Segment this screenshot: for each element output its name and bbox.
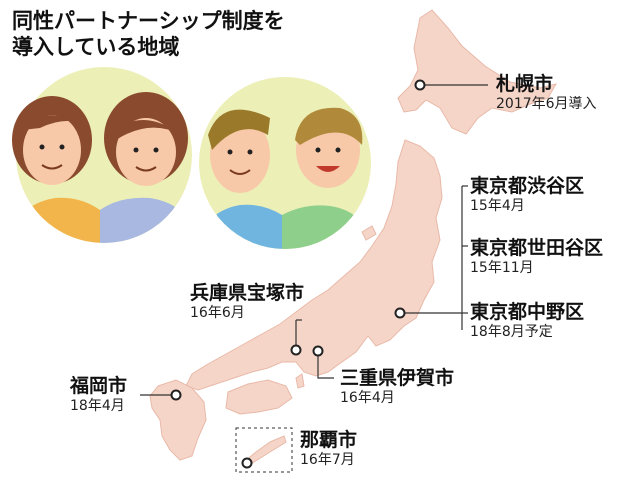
place-name: 三重県伊賀市 [340,367,455,389]
leader-lines [140,84,488,396]
title-line-1: 同性パートナーシップ制度を [12,9,285,33]
place-name: 福岡市 [70,375,128,397]
kyushu [149,379,207,461]
okinawa-inset-box [235,427,293,473]
label-nakano: 東京都中野区 18年8月予定 [470,301,585,340]
label-iga: 三重県伊賀市 16年4月 [340,367,455,406]
couple-men-icon [199,77,371,249]
marker-naha [241,457,253,469]
place-name: 札幌市 [496,73,554,95]
place-date: 18年4月 [70,397,125,414]
couple-women-icon [12,67,192,243]
place-name: 那覇市 [300,429,358,451]
place-date: 2017年6月導入 [496,95,597,112]
land [149,9,558,469]
sado-island [361,225,377,241]
place-date: 16年4月 [340,389,395,406]
hokkaido [397,9,558,135]
place-date: 15年4月 [470,197,525,214]
awaji-island [295,373,305,389]
place-date: 16年7月 [300,451,355,468]
label-fukuoka: 福岡市 18年4月 [70,375,128,414]
place-name: 東京都渋谷区 [470,175,585,197]
shikoku [225,379,293,415]
marker-takarazuka [290,344,302,356]
label-sapporo: 札幌市 2017年6月導入 [496,73,597,112]
place-date: 18年8月予定 [470,323,553,340]
map-title: 同性パートナーシップ制度を 導入している地域 [12,8,285,60]
marker-sapporo [414,79,426,91]
label-setagaya: 東京都世田谷区 15年11月 [470,237,604,276]
place-name: 兵庫県宝塚市 [190,282,305,304]
city-markers [170,79,426,469]
place-name: 東京都世田谷区 [470,237,604,259]
honshu [185,139,443,391]
label-naha: 那覇市 16年7月 [300,429,358,468]
place-date: 15年11月 [470,259,534,276]
marker-fukuoka [170,389,182,401]
place-name: 東京都中野区 [470,301,585,323]
label-shibuya: 東京都渋谷区 15年4月 [470,175,585,214]
marker-iga [312,345,324,357]
title-line-2: 導入している地域 [12,35,180,59]
marker-tokyo [394,307,406,319]
label-takarazuka: 兵庫県宝塚市 16年6月 [190,282,305,321]
place-date: 16年6月 [190,304,245,321]
